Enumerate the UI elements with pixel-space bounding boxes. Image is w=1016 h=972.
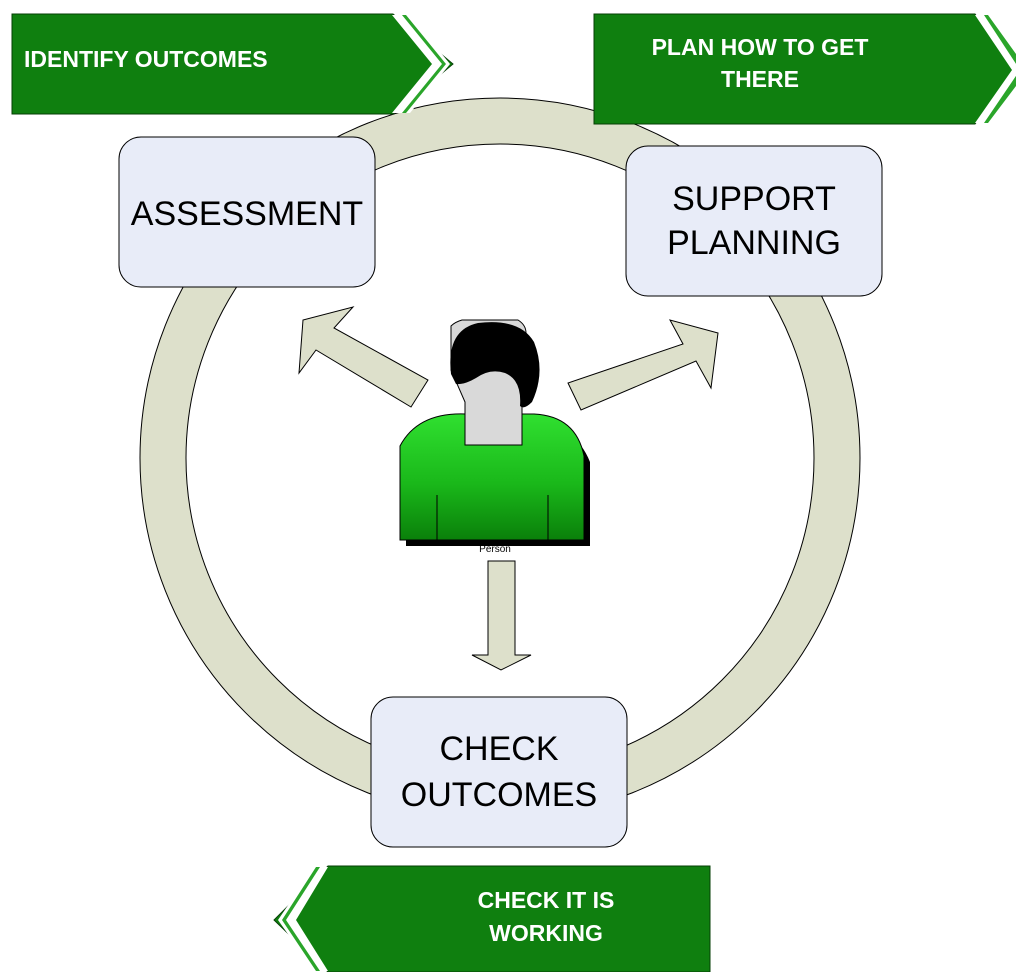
plan-label-line2: THERE (721, 66, 799, 92)
plan-label-line1: PLAN HOW TO GET (652, 34, 869, 60)
check-working-line1: CHECK IT IS (478, 887, 615, 913)
check-working-line2: WORKING (489, 920, 603, 946)
arrow-to-assessment (298, 306, 429, 408)
arrow-to-check-outcomes (471, 560, 532, 671)
plan-banner: PLAN HOW TO GET THERE (593, 13, 1016, 125)
identify-outcomes-label: IDENTIFY OUTCOMES (24, 46, 268, 72)
support-planning-box: SUPPORT PLANNING (625, 145, 883, 297)
check-outcomes-line2: OUTCOMES (401, 776, 597, 814)
check-outcomes-line1: CHECK (439, 730, 558, 768)
person-icon: Person (399, 319, 590, 555)
support-planning-line1: SUPPORT (672, 180, 836, 218)
assessment-label: ASSESSMENT (131, 195, 363, 233)
arrow-to-support-planning (567, 319, 719, 411)
identify-outcomes-banner: IDENTIFY OUTCOMES (11, 13, 454, 115)
person-label: Person (479, 544, 511, 555)
assessment-box: ASSESSMENT (118, 136, 376, 288)
support-planning-line2: PLANNING (667, 224, 841, 262)
check-working-banner: CHECK IT IS WORKING (273, 865, 711, 972)
check-outcomes-box: CHECK OUTCOMES (370, 696, 628, 848)
